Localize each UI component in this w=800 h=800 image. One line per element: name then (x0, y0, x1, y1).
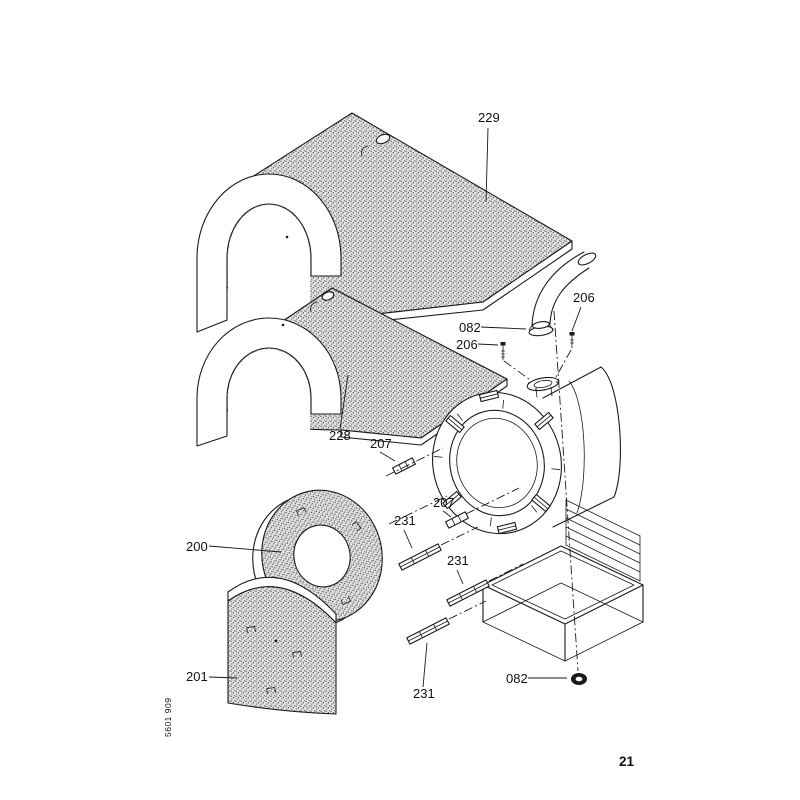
callout-231-bottom: 231 (413, 686, 435, 701)
pin-hole (285, 235, 289, 239)
fixing-brackets-and-rails (392, 457, 490, 645)
rail-231-bottom (406, 617, 450, 645)
ring-clip-mark (296, 507, 307, 516)
callout-206-left: 206 (456, 337, 478, 352)
heat-exchanger-fins (565, 499, 641, 582)
callout-labels: 229 082 206 206 228 207 207 231 231 231 … (186, 110, 595, 701)
page-number: 21 (619, 754, 635, 769)
flange-clip (445, 414, 465, 434)
ring-clip-mark (351, 521, 362, 532)
bracket-207-lower (445, 511, 469, 529)
screw-206-right (569, 332, 575, 349)
callout-228: 228 (329, 428, 351, 443)
rail-231-top (398, 543, 442, 571)
drum-top-edge (542, 366, 602, 399)
flue-nozzle (526, 376, 560, 398)
jacket-arch-face (196, 317, 342, 447)
alignment-centerlines (385, 310, 579, 672)
jacket-arch-face (196, 173, 342, 333)
callout-201: 201 (186, 669, 208, 684)
boiler-stand (482, 545, 644, 662)
ring-hole (293, 524, 351, 588)
callout-200: 200 (186, 539, 208, 554)
callout-082-bottom: 082 (506, 671, 528, 686)
callout-206-right: 206 (573, 290, 595, 305)
flange-clip (442, 490, 462, 510)
panel-face (227, 586, 337, 715)
front-flange-ring (432, 389, 562, 535)
rail-231-middle (446, 579, 490, 607)
callout-229: 229 (478, 110, 500, 125)
boiler-body-assembly (432, 251, 644, 662)
jacket-thickness-edge (340, 378, 508, 446)
callout-082-top: 082 (459, 320, 481, 335)
ring-clip-mark (340, 596, 351, 605)
mounting-hole (375, 133, 391, 145)
grommet-082 (571, 673, 587, 685)
drum-bottom-edge (552, 496, 615, 528)
flange-clip (478, 389, 500, 403)
insulation-jacket-top-229 (196, 112, 573, 333)
insulation-jacket-middle-228 (196, 287, 508, 447)
flange-clip (496, 521, 518, 535)
pin-hole (274, 639, 278, 643)
panel-clip-mark (246, 626, 256, 633)
jacket-arch-opening (228, 205, 310, 321)
screw-206-left (500, 342, 506, 361)
curved-insulation-panel-201 (227, 576, 337, 715)
callout-231-top: 231 (394, 513, 416, 528)
screw-centerline (503, 360, 530, 380)
panel-clip-mark (292, 651, 302, 658)
document-code: 5601 909 (163, 698, 173, 737)
jacket-arch-opening (228, 349, 310, 435)
pipe-flange-082 (528, 321, 554, 337)
screw-centerline (555, 349, 572, 378)
hole-mark (361, 145, 369, 157)
flange-clip (531, 493, 551, 513)
drum-seam (568, 380, 585, 514)
hole-mark (310, 301, 318, 313)
panel-clip-mark (266, 687, 276, 694)
callout-231-middle: 231 (447, 553, 469, 568)
flue-pipe (531, 251, 597, 327)
pin-hole (281, 323, 285, 327)
flange-clip (534, 411, 554, 431)
mounting-hole (321, 291, 335, 301)
callout-leaders (208, 127, 582, 688)
callout-207-upper: 207 (370, 436, 392, 451)
drum-back-edge (600, 366, 621, 498)
callout-207-lower: 207 (433, 495, 455, 510)
bracket-207-upper (392, 457, 416, 475)
